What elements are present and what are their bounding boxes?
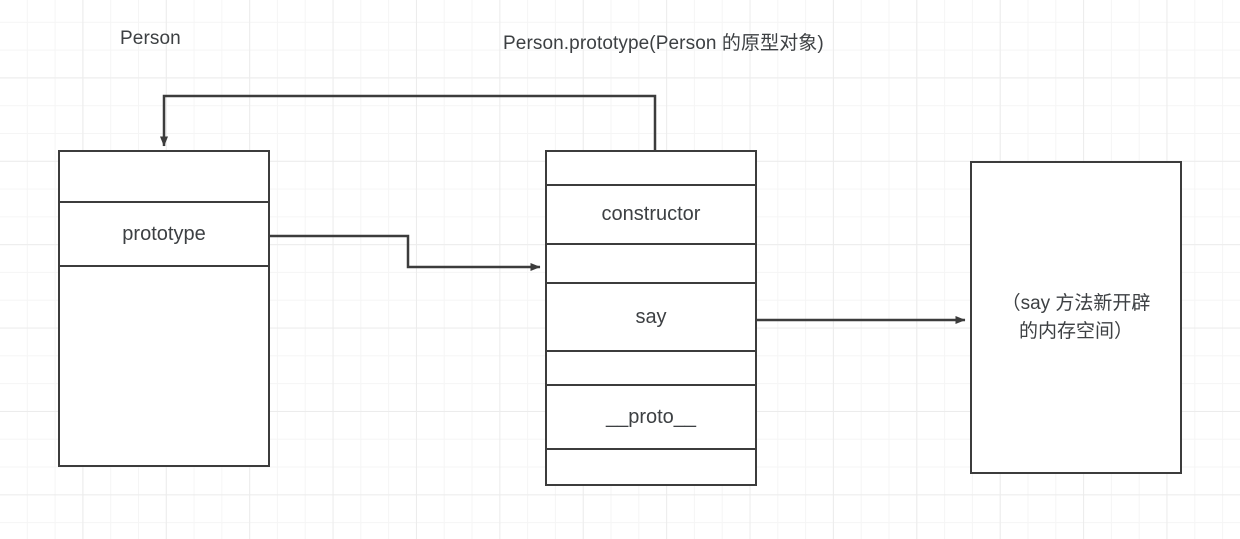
memory-box-text: （say 方法新开辟 的内存空间） <box>1001 292 1151 342</box>
prototype-row-constructor: constructor <box>547 186 755 245</box>
person-row-empty-top <box>60 152 268 203</box>
person-box: prototype <box>58 150 270 467</box>
memory-box: （say 方法新开辟 的内存空间） <box>970 161 1182 474</box>
person-row-empty-bottom <box>60 267 268 464</box>
prototype-title-label: Person.prototype(Person 的原型对象) <box>503 33 824 54</box>
prototype-row-empty-0 <box>547 152 755 186</box>
person-label: Person <box>120 28 181 49</box>
prototype-row-proto: __proto__ <box>547 386 755 450</box>
prototype-row-empty-1 <box>547 245 755 284</box>
prototype-row-empty-3 <box>547 450 755 483</box>
prototype-box: constructor say __proto__ <box>545 150 757 486</box>
connector-constructor-to-person <box>160 94 657 150</box>
connector-prototype-to-object <box>270 234 541 271</box>
prototype-row-say: say <box>547 284 755 352</box>
prototype-row-empty-2 <box>547 352 755 386</box>
person-row-prototype: prototype <box>60 203 268 267</box>
